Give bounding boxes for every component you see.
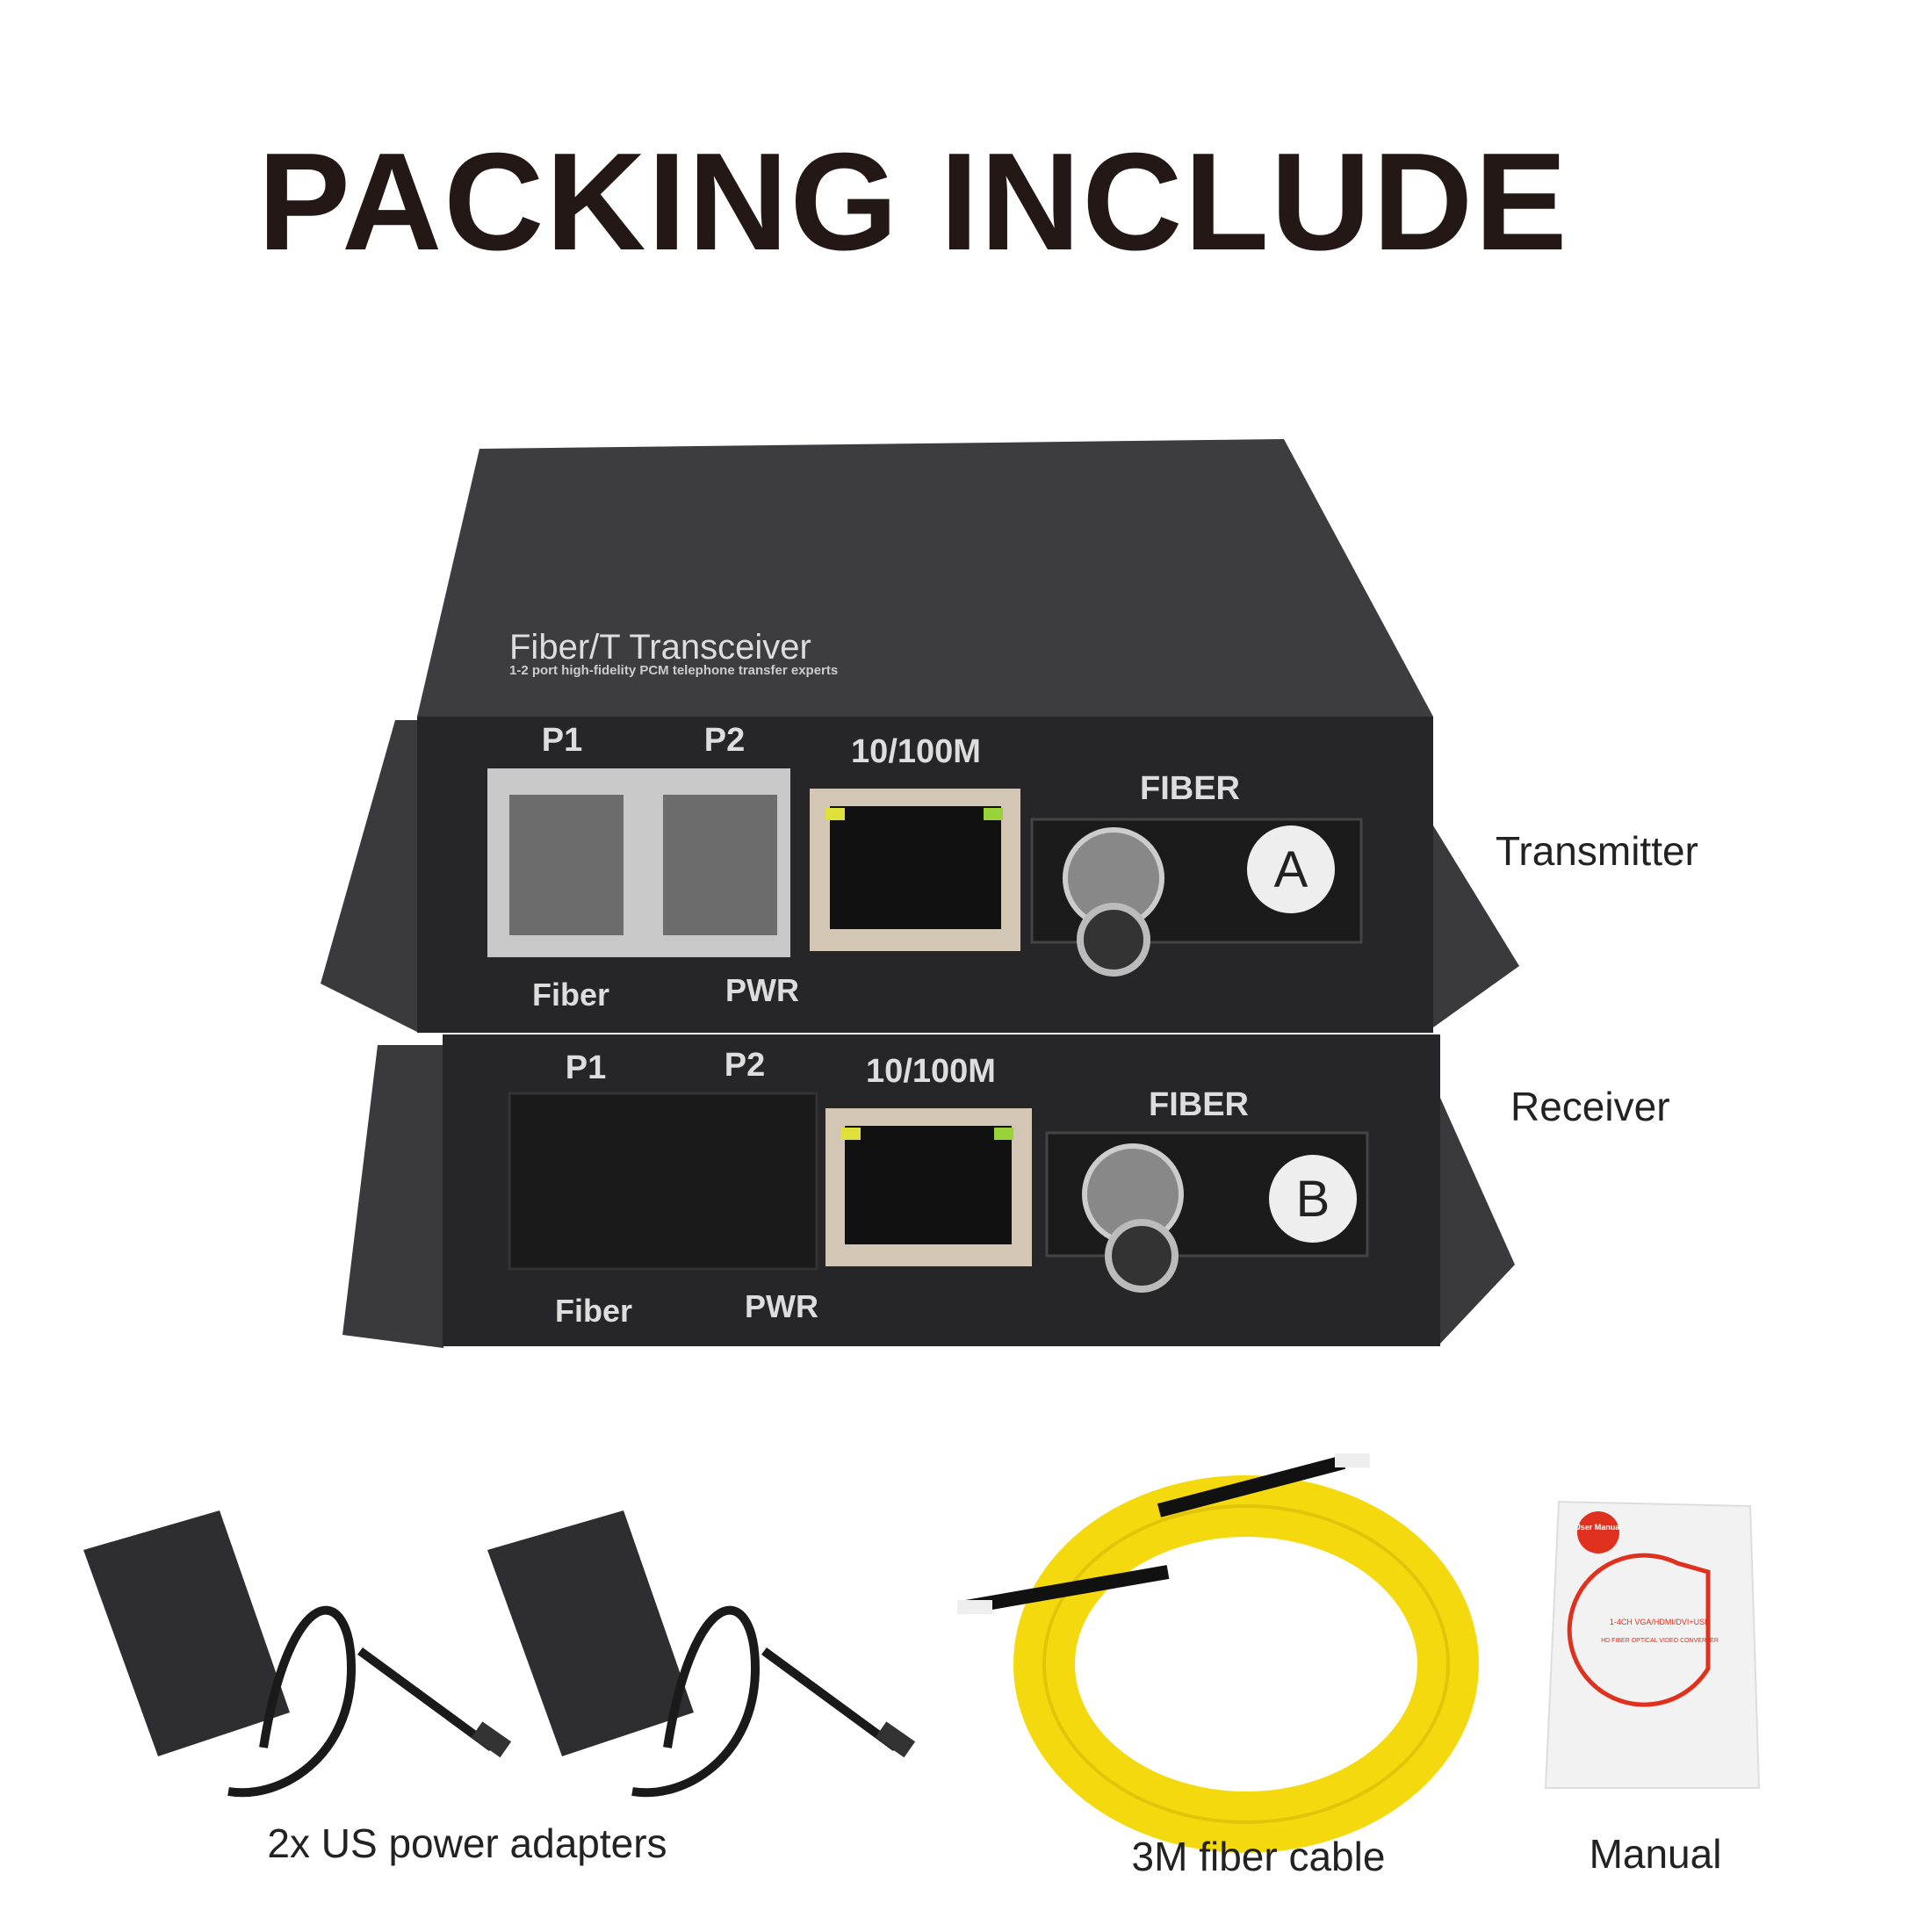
adapter-body	[83, 1510, 290, 1756]
manual-caption: Manual	[1589, 1831, 1722, 1877]
power-adapter-1	[83, 1510, 512, 1798]
cable-caption: 3M fiber cable	[1131, 1834, 1386, 1879]
st-connector-ring-icon	[1105, 1219, 1179, 1293]
receiver-left-flange	[342, 1045, 443, 1348]
led-yellow-icon	[825, 808, 845, 820]
manual-badge: User Manual	[1575, 1523, 1622, 1532]
st-plug-boot	[1157, 1455, 1346, 1517]
badge-b: B	[1296, 1171, 1330, 1228]
fiber-cable	[957, 1453, 1479, 1853]
st-plug-tip-icon	[957, 1600, 992, 1614]
dc-plug-icon	[471, 1721, 512, 1758]
power-adapter-2	[487, 1510, 916, 1798]
receiver-right-flange	[1440, 1098, 1515, 1344]
phone-port-p2	[663, 795, 777, 935]
led-yellow-icon	[841, 1128, 861, 1140]
ethernet-label: 10/100M	[851, 733, 981, 770]
ethernet-label: 10/100M	[866, 1053, 996, 1090]
manual-emblem	[1567, 1553, 1711, 1707]
adapter-cord	[761, 1647, 898, 1752]
adapter-body	[487, 1510, 694, 1756]
manual-badge-circle	[1577, 1511, 1619, 1554]
receiver-label: Receiver	[1510, 1084, 1670, 1129]
transmitter-right-flange	[1433, 825, 1519, 1027]
port-label-fiber: Fiber	[555, 1293, 632, 1329]
transmitter-left-flange	[321, 720, 417, 1032]
port-label-p2: P2	[704, 722, 745, 759]
transmitter-unit: P1 P2 Fiber PWR 10/100M FIBER A	[417, 717, 1433, 1033]
cable-coil	[1013, 1475, 1479, 1853]
cable-coil-edge	[1042, 1504, 1450, 1824]
st-plug-boot	[964, 1565, 1170, 1614]
port-label-p2: P2	[724, 1047, 765, 1084]
adapter-cord	[631, 1605, 761, 1798]
st-plug-tip-icon	[1335, 1453, 1370, 1467]
adapters-caption: 2x US power adapters	[267, 1820, 667, 1866]
port-label-fiber: Fiber	[532, 977, 609, 1013]
manual-title: 1-4CH VGA/HDMI/DVI+USB	[1610, 1618, 1710, 1626]
fiber-label: FIBER	[1149, 1086, 1249, 1123]
port-label-pwr: PWR	[725, 972, 799, 1008]
brand-text: Fiber/T Transceiver	[509, 628, 811, 667]
manual-subtitle: HD FIBER OPTICAL VIDEO CONVERTER	[1601, 1638, 1719, 1644]
ethernet-port	[830, 806, 1001, 929]
page-title: PACKING INCLUDE	[257, 125, 1569, 279]
user-manual: User Manual 1-4CH VGA/HDMI/DVI+USB HD FI…	[1544, 1500, 1761, 1789]
badge-a: A	[1274, 841, 1308, 898]
fiber-label: FIBER	[1140, 770, 1240, 807]
dc-plug-icon	[875, 1721, 916, 1758]
receiver-unit: P1 P2 Fiber PWR 10/100M FIBER B	[443, 1034, 1440, 1346]
adapter-cord	[357, 1647, 494, 1752]
manual-cover	[1544, 1500, 1761, 1789]
port-label-p1: P1	[542, 722, 582, 759]
port-label-p1: P1	[566, 1049, 606, 1086]
badge-circle	[1247, 825, 1335, 913]
adapter-cord	[227, 1605, 357, 1798]
led-green-icon	[994, 1128, 1013, 1140]
phone-port-p1	[509, 795, 624, 935]
ethernet-port	[845, 1126, 1012, 1244]
st-connector-ring-icon	[1077, 903, 1150, 977]
transmitter-label: Transmitter	[1496, 828, 1698, 874]
tagline-text: 1-2 port high-fidelity PCM telephone tra…	[509, 663, 838, 678]
led-green-icon	[984, 808, 1003, 820]
transmitter-top	[417, 439, 1433, 717]
phone-port-housing	[508, 1092, 818, 1271]
port-label-pwr: PWR	[745, 1288, 818, 1324]
badge-circle	[1269, 1155, 1357, 1243]
